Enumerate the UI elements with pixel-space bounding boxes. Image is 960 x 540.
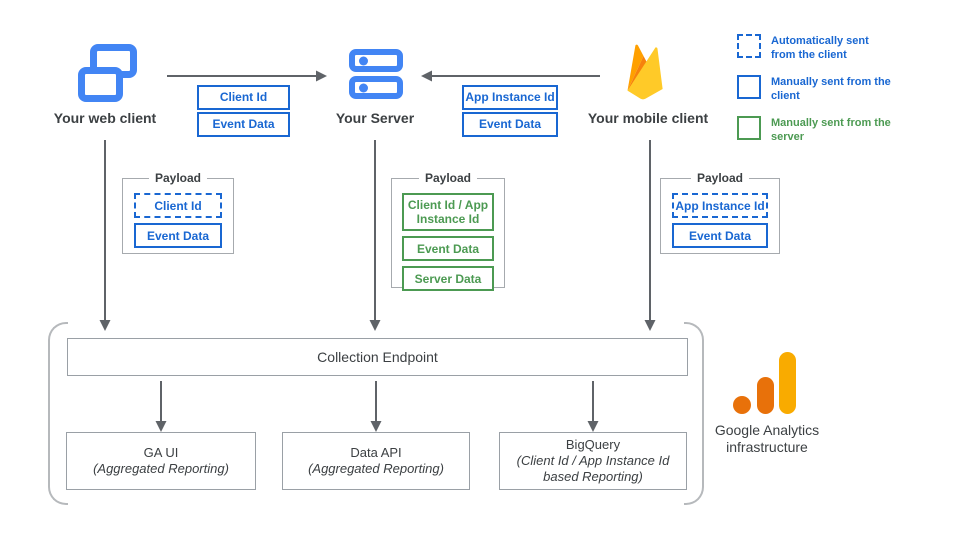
- analytics-mid-bar-shape: [757, 377, 774, 414]
- payload-box-mobile: Payload App Instance Id Event Data: [660, 171, 780, 254]
- payload-item-event-data: Event Data: [134, 223, 222, 248]
- payload-item-app-instance-id: App Instance Id: [672, 193, 768, 218]
- legend-label: Manually sent from the client: [771, 76, 891, 102]
- legend-label: Manually sent from the server: [771, 117, 891, 143]
- infrastructure-bracket-left: [48, 322, 68, 505]
- service-detail: (Client Id / App Instance Id based Repor…: [516, 453, 670, 484]
- payload-item-server-data: Server Data: [402, 266, 494, 291]
- service-name: GA UI: [143, 445, 179, 460]
- server-icon: [349, 49, 403, 101]
- legend-swatch-solid-blue-icon: [737, 75, 761, 99]
- browser-window-front-shape: [78, 67, 123, 102]
- firebase-main-flame-shape: [627, 47, 663, 100]
- legend-item-manual-client: Manually sent from the client: [737, 75, 891, 103]
- payload-item-event-data: Event Data: [402, 236, 494, 261]
- tag-client-id: Client Id: [197, 85, 290, 110]
- tag-event-data-web: Event Data: [197, 112, 290, 137]
- analytics-bars-icon: [731, 350, 801, 416]
- firebase-left-spike-shape: [627, 44, 644, 91]
- infrastructure-caption: Google Analytics infrastructure: [714, 422, 820, 455]
- server-rack-bottom-shape: [349, 76, 403, 99]
- service-box-data-api: Data API (Aggregated Reporting): [282, 432, 470, 490]
- legend-item-manual-server: Manually sent from the server: [737, 116, 891, 144]
- tag-event-data-mobile: Event Data: [462, 112, 558, 137]
- payload-item-client-id: Client Id: [134, 193, 222, 218]
- payload-box-web: Payload Client Id Event Data: [122, 171, 234, 254]
- analytics-tall-bar-shape: [779, 352, 796, 414]
- web-client-label: Your web client: [53, 110, 157, 126]
- payload-title: Payload: [148, 171, 208, 185]
- legend-item-auto-client: Automatically sent from the client: [737, 34, 891, 62]
- collection-endpoint-box: Collection Endpoint: [67, 338, 688, 376]
- legend-label: Automatically sent from the client: [771, 35, 869, 61]
- analytics-dot-shape: [733, 396, 751, 414]
- service-box-bigquery: BigQuery (Client Id / App Instance Id ba…: [499, 432, 687, 490]
- payload-title: Payload: [418, 171, 478, 185]
- payload-title: Payload: [690, 171, 750, 185]
- server-led-icon: [359, 83, 368, 92]
- legend-swatch-dashed-blue-icon: [737, 34, 761, 58]
- payload-item-event-data: Event Data: [672, 223, 768, 248]
- firebase-flame-icon: [627, 44, 663, 100]
- payload-item-client-or-app-instance-id: Client Id / App Instance Id: [402, 193, 494, 231]
- legend-swatch-solid-green-icon: [737, 116, 761, 140]
- web-client-icon: [76, 42, 138, 104]
- tag-app-instance-id: App Instance Id: [462, 85, 558, 110]
- server-label: Your Server: [335, 110, 415, 126]
- service-detail: (Aggregated Reporting): [308, 461, 444, 476]
- service-name: BigQuery: [565, 437, 621, 452]
- service-detail: (Aggregated Reporting): [93, 461, 229, 476]
- server-led-icon: [359, 56, 368, 65]
- service-name: Data API: [350, 445, 402, 460]
- collection-endpoint-label: Collection Endpoint: [317, 349, 438, 365]
- mobile-client-label: Your mobile client: [587, 110, 709, 126]
- firebase-mid-triangle-shape: [627, 55, 650, 91]
- service-box-ga-ui: GA UI (Aggregated Reporting): [66, 432, 256, 490]
- payload-box-server: Payload Client Id / App Instance Id Even…: [391, 171, 505, 291]
- server-rack-top-shape: [349, 49, 403, 72]
